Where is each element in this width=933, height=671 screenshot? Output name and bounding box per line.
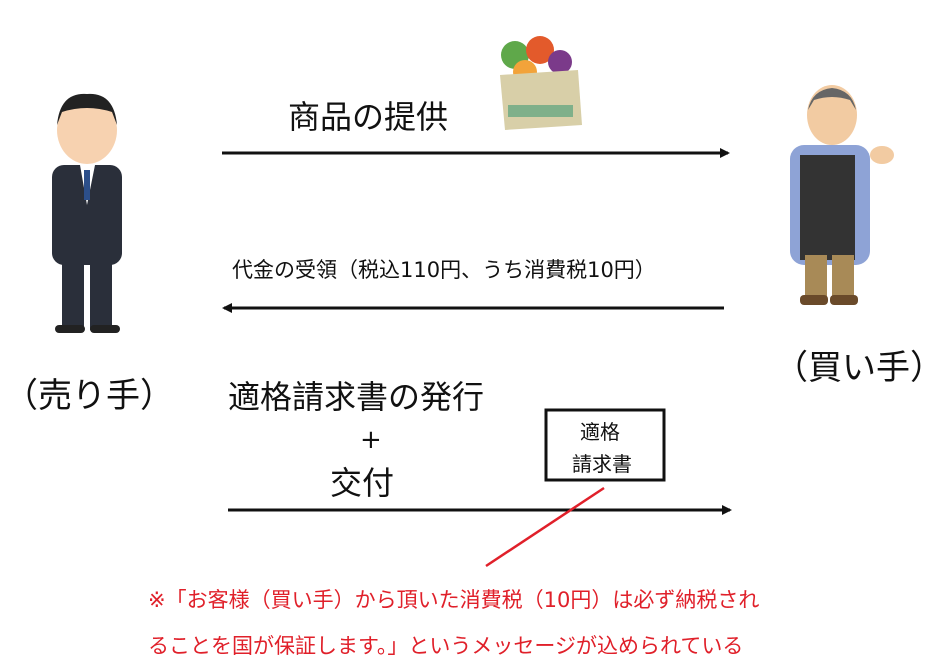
arrow3-plus: + bbox=[360, 425, 382, 455]
seller-illustration bbox=[52, 93, 122, 333]
note-line2: ることを国が保証します。」というメッセージが込められている bbox=[148, 634, 744, 658]
invoice-box-line2: 請求書 bbox=[572, 452, 632, 476]
produce-box-illustration bbox=[500, 36, 582, 130]
arrow2-label: 代金の受領（税込110円、うち消費税10円） bbox=[232, 258, 656, 282]
callout-line bbox=[485, 486, 605, 568]
invoice-box-line1: 適格 bbox=[580, 420, 620, 444]
seller-label: （売り手） bbox=[4, 376, 174, 416]
buyer-label: （買い手） bbox=[774, 348, 933, 388]
arrow3-label-line1: 適格請求書の発行 bbox=[228, 378, 485, 416]
arrow3-label-line2: 交付 bbox=[330, 464, 395, 502]
buyer-illustration bbox=[790, 85, 894, 305]
invoice-box bbox=[544, 408, 666, 482]
note-line1: ※「お客様（買い手）から頂いた消費税（10円）は必ず納税され bbox=[148, 588, 760, 612]
arrow1-label: 商品の提供 bbox=[288, 98, 449, 136]
